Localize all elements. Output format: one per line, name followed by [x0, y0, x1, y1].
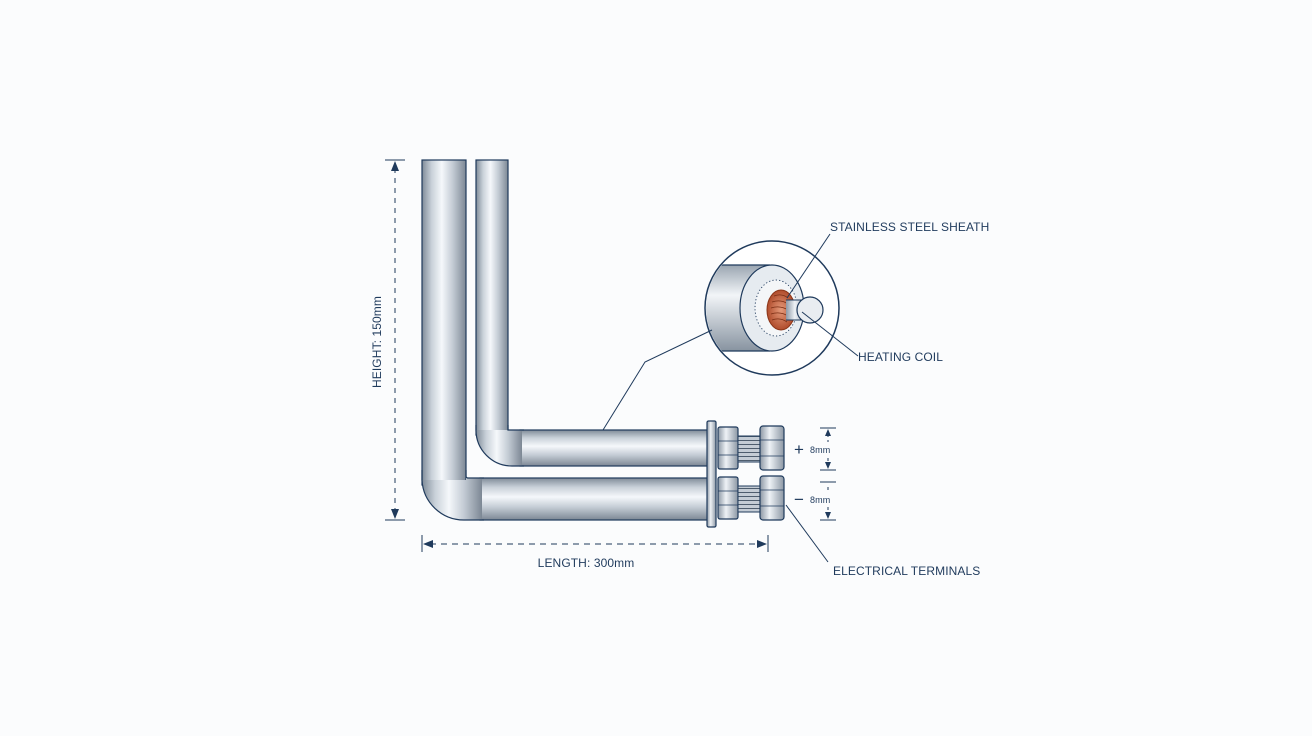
length-dimension — [421, 535, 769, 552]
length-label: LENGTH: 300mm — [538, 556, 635, 570]
terminal-bottom — [717, 475, 785, 521]
terminal-top — [717, 425, 785, 471]
terminal-dim-bottom-label: 8mm — [810, 495, 830, 505]
terminal-dim-top-label: 8mm — [810, 445, 830, 455]
outer-tube — [421, 159, 713, 521]
plus-sign: + — [794, 440, 804, 459]
height-label: HEIGHT: 150mm — [370, 296, 384, 388]
magnified-cross-section — [704, 240, 840, 376]
terminal-dimension — [820, 427, 836, 521]
terminals-label: ELECTRICAL TERMINALS — [833, 564, 980, 578]
leader-lines — [602, 233, 859, 563]
height-dimension — [385, 159, 405, 521]
sheath-label: STAINLESS STEEL SHEATH — [830, 220, 989, 234]
inner-tube — [475, 159, 713, 467]
mounting-flange — [706, 420, 717, 528]
minus-sign: − — [794, 490, 804, 509]
coil-label: HEATING COIL — [858, 350, 943, 364]
